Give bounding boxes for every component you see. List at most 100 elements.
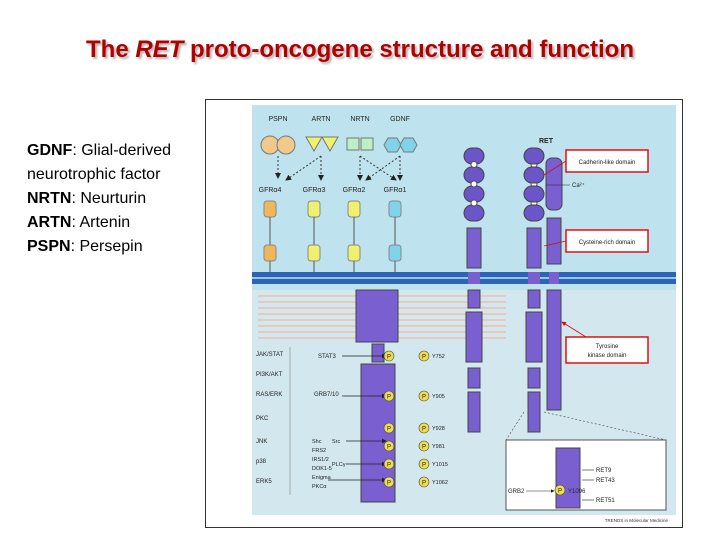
- legend-desc: : Neurturin: [71, 190, 147, 207]
- legend-abbr: GDNF: [27, 142, 73, 159]
- legend-abbr: PSPN: [27, 238, 71, 255]
- callout-cysteine: Cysteine-rich domain: [543, 229, 649, 253]
- legend-desc: : Persepin: [70, 238, 143, 255]
- legend-row: neurotrophic factor: [27, 163, 217, 187]
- ligand-artn: [305, 136, 339, 153]
- legend-desc: : Artenin: [71, 214, 131, 231]
- coreceptor-label-gfra2: GFRα2: [343, 187, 366, 194]
- calcium-label: Ca²⁺: [572, 182, 585, 189]
- svg-text:P: P: [422, 481, 426, 487]
- svg-text:P: P: [387, 355, 391, 361]
- site-label: Y1062: [432, 480, 448, 486]
- svg-text:P: P: [422, 463, 426, 469]
- ret-monomer-far-right: [545, 157, 563, 411]
- coreceptor-label-gfra3: GFRα3: [303, 187, 326, 194]
- pathway-pkc: PKC: [256, 416, 269, 422]
- adaptor-stat3: STAT3: [318, 354, 336, 360]
- svg-text:P: P: [387, 445, 391, 451]
- ligand-label-nrtn: NRTN: [350, 116, 369, 123]
- svg-text:P: P: [422, 395, 426, 401]
- adaptor-plcg: PLCγ: [332, 462, 346, 468]
- p-badge: P: [418, 476, 430, 488]
- p-badge: P: [383, 440, 395, 452]
- p-badge: P: [418, 350, 430, 362]
- ligand-label-gdnf: GDNF: [390, 116, 410, 123]
- ligand-nrtn: [346, 137, 374, 151]
- slide-title: The RET proto-oncogene structure and fun…: [0, 36, 720, 64]
- coreceptor-gfra1: [388, 200, 402, 272]
- adaptor-frs2: FRS2: [312, 448, 326, 454]
- legend-abbr: ARTN: [27, 214, 72, 231]
- callout-cadherin: Cadherin-like domain: [543, 149, 649, 176]
- svg-text:Cadherin-like domain: Cadherin-like domain: [579, 160, 636, 166]
- callout-tyrosine-kinase: Tyrosine kinase domain: [561, 321, 649, 364]
- site-label: Y928: [432, 426, 445, 432]
- coreceptor-gfra2: [347, 200, 361, 272]
- ret-monomer-right: [523, 147, 545, 433]
- legend-desc: : Glial-derived: [72, 142, 172, 159]
- pathway-p38: p38: [256, 459, 267, 465]
- p-badge: P: [418, 458, 430, 470]
- site-label: Y981: [432, 444, 445, 450]
- adaptor-enigma: Enigma: [312, 475, 332, 481]
- figure-credit: TRENDS in Molecular Medicine: [605, 518, 669, 523]
- svg-text:kinase domain: kinase domain: [588, 353, 627, 359]
- pathway-jnk: JNK: [256, 439, 267, 445]
- pathway-pi3k-akt: PI3K/AKT: [256, 372, 283, 378]
- adaptor-irs1-2: IRS1/2: [312, 457, 329, 463]
- p-badge: P: [383, 422, 395, 434]
- legend-row: NRTN: Neurturin: [27, 187, 217, 211]
- svg-text:P: P: [422, 427, 426, 433]
- isoform-ret9: RET9: [596, 468, 612, 474]
- svg-text:Cysteine-rich domain: Cysteine-rich domain: [579, 240, 635, 246]
- svg-text:P: P: [422, 445, 426, 451]
- adaptor-grb7-10: GRB7/10: [314, 392, 339, 398]
- adaptor-grb2: GRB2: [508, 489, 525, 495]
- isoform-ret51: RET51: [596, 498, 615, 504]
- isoform-ret43: RET43: [596, 478, 615, 484]
- ret-monomer-left: [463, 147, 485, 433]
- pathway-ras-erk: RAS/ERK: [256, 392, 282, 398]
- title-suffix: proto-oncogene structure and function: [183, 36, 634, 63]
- svg-text:Tyrosine: Tyrosine: [596, 344, 619, 350]
- site-label: Y1015: [432, 462, 448, 468]
- legend-abbr: NRTN: [27, 190, 72, 207]
- p-badge: P: [418, 440, 430, 452]
- p-badge: P: [383, 476, 395, 488]
- legend-row: ARTN: Artenin: [27, 211, 217, 235]
- svg-text:P: P: [422, 355, 426, 361]
- svg-text:P: P: [387, 427, 391, 433]
- p-badge: P: [383, 458, 395, 470]
- ret-signaling-figure: PSPN ARTN NRTN GDNF GFRα4 GFRα3 GFRα2 GF…: [205, 99, 683, 528]
- legend-row: PSPN: Persepin: [27, 235, 217, 259]
- coreceptor-label-gfra4: GFRα4: [259, 187, 282, 194]
- ligand-label-pspn: PSPN: [268, 116, 287, 123]
- site-label: Y905: [432, 394, 445, 400]
- svg-text:P: P: [387, 395, 391, 401]
- title-prefix: The: [86, 36, 136, 63]
- svg-text:P: P: [558, 489, 562, 495]
- adaptor-shc: Shc: [312, 439, 322, 445]
- pathway-erk5: ERK5: [256, 479, 272, 485]
- ligand-label-artn: ARTN: [312, 116, 331, 123]
- coreceptor-label-gfra1: GFRα1: [384, 187, 407, 194]
- legend-desc: neurotrophic factor: [27, 166, 161, 183]
- ret-label: RET: [539, 138, 554, 145]
- isoform-inset: P RET9 RET43 RET51 GRB2 Y1096: [505, 411, 667, 511]
- legend-row: GDNF: Glial-derived: [27, 139, 217, 163]
- ligand-gdnf: [383, 137, 418, 153]
- phospho-badges: P P P P P P P P P P P P: [383, 350, 430, 488]
- site-y1096: Y1096: [568, 489, 586, 495]
- p-badge: P: [383, 350, 395, 362]
- site-label: Y752: [432, 354, 445, 360]
- p-badge: P: [418, 390, 430, 402]
- adaptor-dok1-5: DOK1-5: [312, 466, 332, 472]
- svg-text:P: P: [387, 463, 391, 469]
- ret-diagram: PSPN ARTN NRTN GDNF GFRα4 GFRα3 GFRα2 GF…: [252, 105, 676, 523]
- adaptor-src: Src: [332, 439, 341, 445]
- svg-text:P: P: [387, 481, 391, 487]
- pathway-jak-stat: JAK/STAT: [256, 352, 283, 358]
- coreceptor-gfra4: [263, 200, 277, 272]
- p-badge: P: [554, 484, 566, 496]
- title-gene: RET: [135, 36, 184, 63]
